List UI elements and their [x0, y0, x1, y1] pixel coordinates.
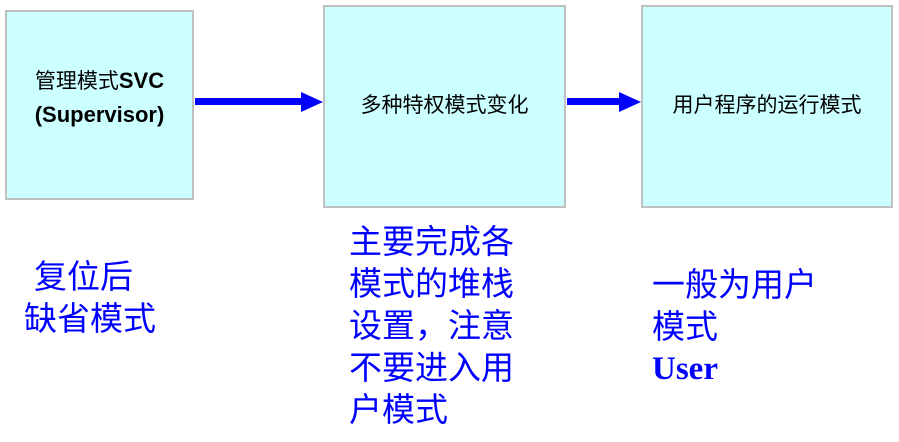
user-caption-cjk: 模式 — [652, 307, 718, 346]
user-caption-line: 一般为用户 — [652, 265, 817, 304]
privileged-modes-box: 多种特权模式变化 — [323, 5, 566, 208]
svc-mode-label: 管理模式SVC (Supervisor) — [35, 64, 165, 132]
arrow-shaft — [567, 98, 621, 105]
privileged-caption-line: 户模式 — [349, 390, 448, 429]
svc-mode-label-cjk: 管理模式 — [34, 69, 119, 93]
svc-mode-box: 管理模式SVC (Supervisor) — [5, 10, 194, 200]
svc-caption-line: 缺省模式 — [24, 299, 156, 338]
arrow-head — [619, 92, 641, 112]
svc-caption-line: 复位后 — [34, 257, 133, 296]
user-caption-latin: User — [652, 351, 718, 387]
svc-mode-label-full: (Supervisor) — [34, 102, 165, 127]
user-program-label: 用户程序的运行模式 — [672, 92, 862, 117]
privileged-modes-label: 多种特权模式变化 — [360, 92, 529, 117]
user-caption: 一般为用户 模式 User — [652, 264, 817, 390]
svc-caption: 复位后 缺省模式 — [24, 256, 156, 340]
privileged-caption: 主要完成各 模式的堆栈 设置，注意 不要进入用 户模式 — [349, 221, 514, 431]
arrow-shaft — [195, 98, 303, 105]
user-program-box: 用户程序的运行模式 — [641, 5, 893, 208]
user-caption-line: 模式 User — [652, 306, 817, 390]
privileged-caption-line: 不要进入用 — [349, 348, 514, 387]
arrow-head — [301, 92, 323, 112]
arrow-svc-to-privileged — [195, 92, 323, 112]
arrow-privileged-to-user — [567, 92, 641, 112]
privileged-caption-line: 主要完成各 — [349, 222, 514, 261]
privileged-caption-line: 模式的堆栈 — [349, 264, 514, 303]
privileged-caption-line: 设置，注意 — [349, 306, 514, 345]
svc-mode-label-abbr: SVC — [118, 68, 165, 93]
